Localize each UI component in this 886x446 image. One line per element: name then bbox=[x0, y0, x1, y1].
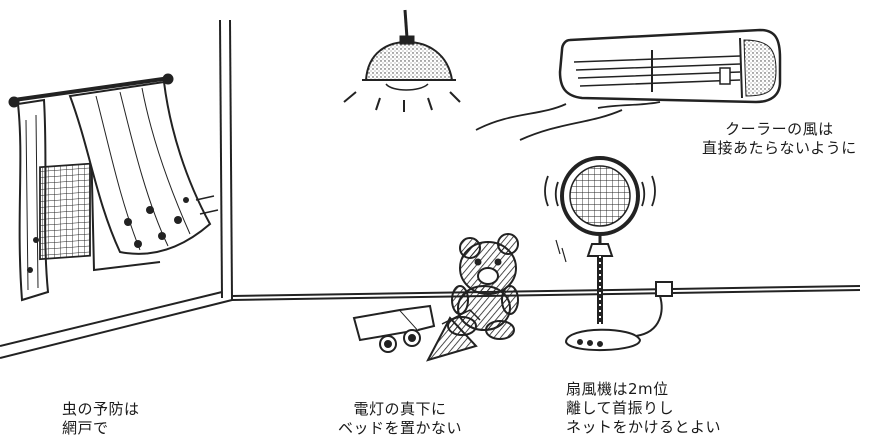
room-walls bbox=[0, 19, 861, 359]
caption-cooler-line-1: クーラーの風は bbox=[725, 120, 834, 138]
window-with-curtains bbox=[8, 73, 219, 302]
ceiling-lamp bbox=[343, 9, 461, 112]
caption-insect-line-2: 網戸で bbox=[62, 419, 109, 437]
caption-insect: 虫の予防は 網戸で bbox=[62, 400, 140, 438]
caption-insect-line-1: 虫の予防は bbox=[62, 400, 140, 418]
caption-lamp-line-2: ベッドを置かない bbox=[338, 419, 463, 437]
electric-fan bbox=[544, 156, 673, 351]
caption-lamp: 電灯の真下に ベッドを置かない bbox=[338, 400, 462, 438]
teddy-bear bbox=[447, 233, 519, 340]
toy-truck bbox=[352, 304, 436, 353]
caption-fan-line-2: 離して首振りし bbox=[566, 399, 675, 417]
caption-fan-line-3: ネットをかけるとよい bbox=[566, 418, 722, 436]
caption-cooler-line-2: 直接あたらないように bbox=[702, 139, 857, 157]
air-conditioner bbox=[475, 28, 782, 141]
caption-fan: 扇風機は2m位 離して首振りし ネットをかけるとよい bbox=[566, 380, 721, 437]
toy-block bbox=[426, 309, 481, 362]
caption-fan-line-1: 扇風機は2m位 bbox=[566, 380, 669, 398]
caption-cooler: クーラーの風は 直接あたらないように bbox=[702, 120, 857, 158]
caption-lamp-line-1: 電灯の真下に bbox=[353, 400, 447, 418]
